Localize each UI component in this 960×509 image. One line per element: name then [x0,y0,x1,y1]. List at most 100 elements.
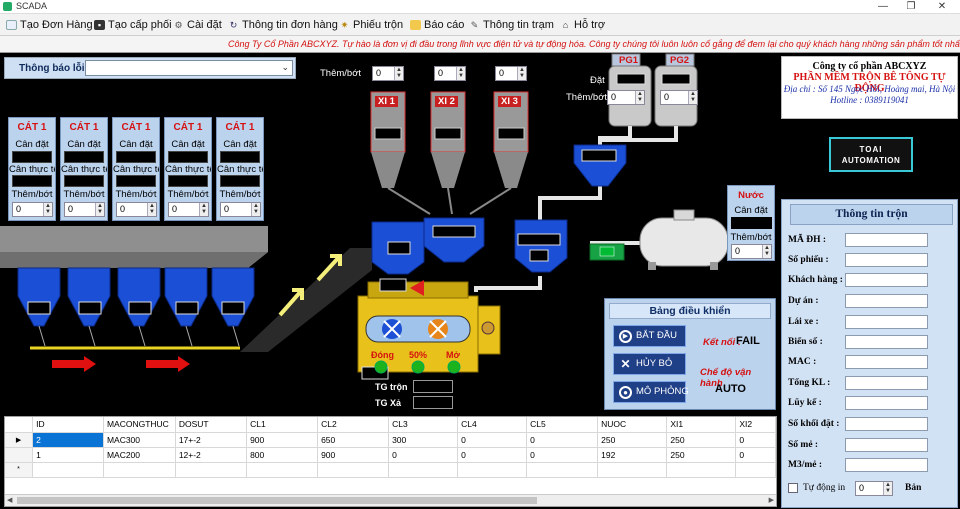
column-header[interactable]: DOSUT [175,417,248,433]
horizontal-scrollbar[interactable]: ◀ ▶ [5,494,776,506]
sand-bin-panel-4: CÁT 1 Cân đặt Cân thực tế Thêm/bớt 0▲▼ [164,117,212,221]
column-header[interactable]: XI1 [666,417,737,433]
spinner-arrows-icon[interactable]: ▲▼ [251,203,260,216]
additive-weigh-hopper [573,144,627,187]
table-header-row: ID MACONGTHUC DOSUT CL1 CL2 CL3 CL4 CL5 … [5,417,776,433]
scroll-right-icon[interactable]: ▶ [768,497,774,504]
scroll-left-icon[interactable]: ◀ [7,497,13,504]
total-weight-input[interactable] [845,376,928,390]
mixer-open-label: Mở [446,350,460,360]
sand-bin-adjust-spinner[interactable]: 0▲▼ [12,202,53,217]
sand-weighing-hoppers [17,267,255,327]
menu-help[interactable]: ⌂Hỗ trợ [560,17,605,33]
sand-bin-panel-1: CÁT 1 Cân đặt Cân thực tế Thêm/bớt 0▲▼ [8,117,56,221]
menu-create-recipe[interactable]: ▪Tạo cấp phối [94,17,172,33]
mix-time-display [413,380,453,393]
sand-bin-adjust-spinner[interactable]: 0▲▼ [64,202,105,217]
sand-bin-adjust-spinner[interactable]: 0▲▼ [168,202,209,217]
sand-bin-adjust-spinner[interactable]: 0▲▼ [220,202,261,217]
spinner-arrows-icon[interactable]: ▲▼ [95,203,104,216]
silo2-adjust-spinner[interactable]: 0▲▼ [434,66,466,81]
customer-input[interactable] [845,273,928,287]
menu-station-info[interactable]: ✎Thông tin trạm [470,19,554,31]
discharge-time-label: TG Xả [375,398,402,408]
report-icon [410,20,421,30]
print-copies-spinner[interactable]: 0▲▼ [855,481,893,496]
menu-settings[interactable]: ⚙Cài đặt [174,19,222,31]
ordered-volume-input[interactable] [845,417,928,431]
water-pump [589,243,625,261]
ticket-no-input[interactable] [845,253,928,267]
spinner-arrows-icon[interactable]: ▲▼ [883,482,892,495]
column-header[interactable]: CL3 [388,417,459,433]
spinner-arrows-icon[interactable]: ▲▼ [688,91,697,104]
sand-bin-actual-display [12,175,52,187]
conveyor-chutes [38,325,240,347]
order-info-icon: ↻ [229,20,238,30]
menu-mix-ticket[interactable]: ✷Phiếu trộn [340,19,404,31]
spinner-arrows-icon[interactable]: ▲▼ [762,245,771,258]
menu-order-info[interactable]: ↻Thông tin đơn hàng [229,19,338,31]
maximize-button[interactable]: ❐ [906,1,916,12]
silo3-adjust-spinner[interactable]: 0▲▼ [495,66,527,81]
pg1-adjust-spinner[interactable]: 0▲▼ [607,90,645,105]
column-header[interactable]: NUOC [597,417,668,433]
water-weigh-hopper [514,219,568,273]
sand-hopper-displays [27,301,245,315]
simulate-button[interactable]: ●MÔ PHỎNG [613,381,689,403]
sand-bin-adjust-spinner[interactable]: 0▲▼ [116,202,157,217]
spinner-arrows-icon[interactable]: ▲▼ [517,67,526,80]
mixer-top-display [379,278,407,292]
batch-count-input[interactable] [845,438,928,452]
additive-hopper-display [581,149,617,162]
mix-info-panel: Thông tin trộn MÃ ĐH : Số phiếu : Khách … [781,199,958,508]
mixer-percent-label: 50% [409,350,428,360]
column-header[interactable]: ID [32,417,104,433]
order-code-input[interactable] [845,233,928,247]
operation-mode-value: AUTO [715,383,746,395]
additive-adjust-label: Thêm/bớt [566,92,608,103]
error-alert-dropdown[interactable]: ⌄ [85,60,293,76]
cancel-button[interactable]: ✕HỦY BỎ [613,353,686,375]
column-header[interactable]: MACONGTHUC [103,417,176,433]
spinner-arrows-icon[interactable]: ▲▼ [199,203,208,216]
spinner-arrows-icon[interactable]: ▲▼ [456,67,465,80]
column-header[interactable]: CL5 [526,417,599,433]
m3-per-batch-input[interactable] [845,458,928,472]
tank-pg1-label: PG1 [619,55,639,66]
auto-print-checkbox[interactable] [788,483,798,493]
spinner-arrows-icon[interactable]: ▲▼ [635,91,644,104]
spinner-arrows-icon[interactable]: ▲▼ [147,203,156,216]
column-header[interactable]: CL2 [317,417,390,433]
column-header[interactable]: CL1 [246,417,319,433]
plate-input[interactable] [845,335,928,349]
spinner-arrows-icon[interactable]: ▲▼ [43,203,52,216]
play-icon: ▶ [619,330,632,343]
company-address: Địa chỉ : Số 145 Ngọc Hồi, Hoàng mai, Hà… [783,84,956,94]
table-new-row[interactable]: * [5,462,776,478]
project-input[interactable] [845,294,928,308]
pg2-adjust-spinner[interactable]: 0▲▼ [660,90,698,105]
concrete-mixer [357,295,479,373]
cumulative-input[interactable] [845,396,928,410]
column-header[interactable]: XI2 [735,417,776,433]
sand-bin-set-display [12,151,52,163]
water-adjust-spinner[interactable]: 0▲▼ [731,244,772,259]
company-hotline: Hotline : 0389119041 [830,95,909,105]
minimize-button[interactable]: — [878,1,888,12]
close-button[interactable]: ✕ [937,1,947,12]
spinner-arrows-icon[interactable]: ▲▼ [394,67,403,80]
menu-create-order[interactable]: Tạo Đơn Hàng [6,17,93,33]
mac-input[interactable] [845,355,928,369]
silo1-adjust-spinner[interactable]: 0▲▼ [372,66,404,81]
column-header[interactable]: CL4 [457,417,528,433]
incline-arrows [278,254,342,317]
driver-input[interactable] [845,315,928,329]
start-button[interactable]: ▶BẮT ĐẦU [613,325,686,347]
connection-status: FAIL [736,335,760,347]
scrollbar-thumb[interactable] [17,497,537,504]
menu-report[interactable]: Báo cáo [410,17,464,33]
additive-set-label: Đặt [590,75,605,86]
